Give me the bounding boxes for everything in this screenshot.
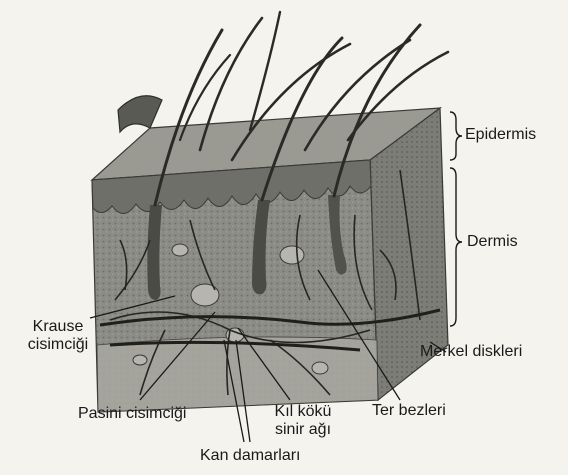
dermis-label: Dermis	[467, 233, 518, 251]
krause-label-line2: cisimciği	[24, 336, 92, 354]
epidermis-flap	[118, 96, 162, 132]
layer-brackets	[450, 112, 462, 326]
kil-koku-label: Kıl kökü sinir ağı	[264, 403, 342, 439]
ter-label: Ter bezleri	[372, 402, 446, 420]
epidermis-label: Epidermis	[465, 126, 536, 144]
kan-label: Kan damarları	[200, 447, 301, 465]
krause-label: Krause cisimciği	[24, 318, 92, 354]
kil-koku-label-line1: Kıl kökü	[264, 403, 342, 421]
kil-koku-label-line2: sinir ağı	[264, 421, 342, 439]
merkel-label: Merkel diskleri	[420, 343, 522, 361]
pasini-label: Pasini cisimciği	[78, 405, 186, 423]
krause-label-line1: Krause	[24, 318, 92, 336]
dermis-bracket	[450, 168, 462, 326]
epidermis-bracket	[450, 112, 462, 160]
